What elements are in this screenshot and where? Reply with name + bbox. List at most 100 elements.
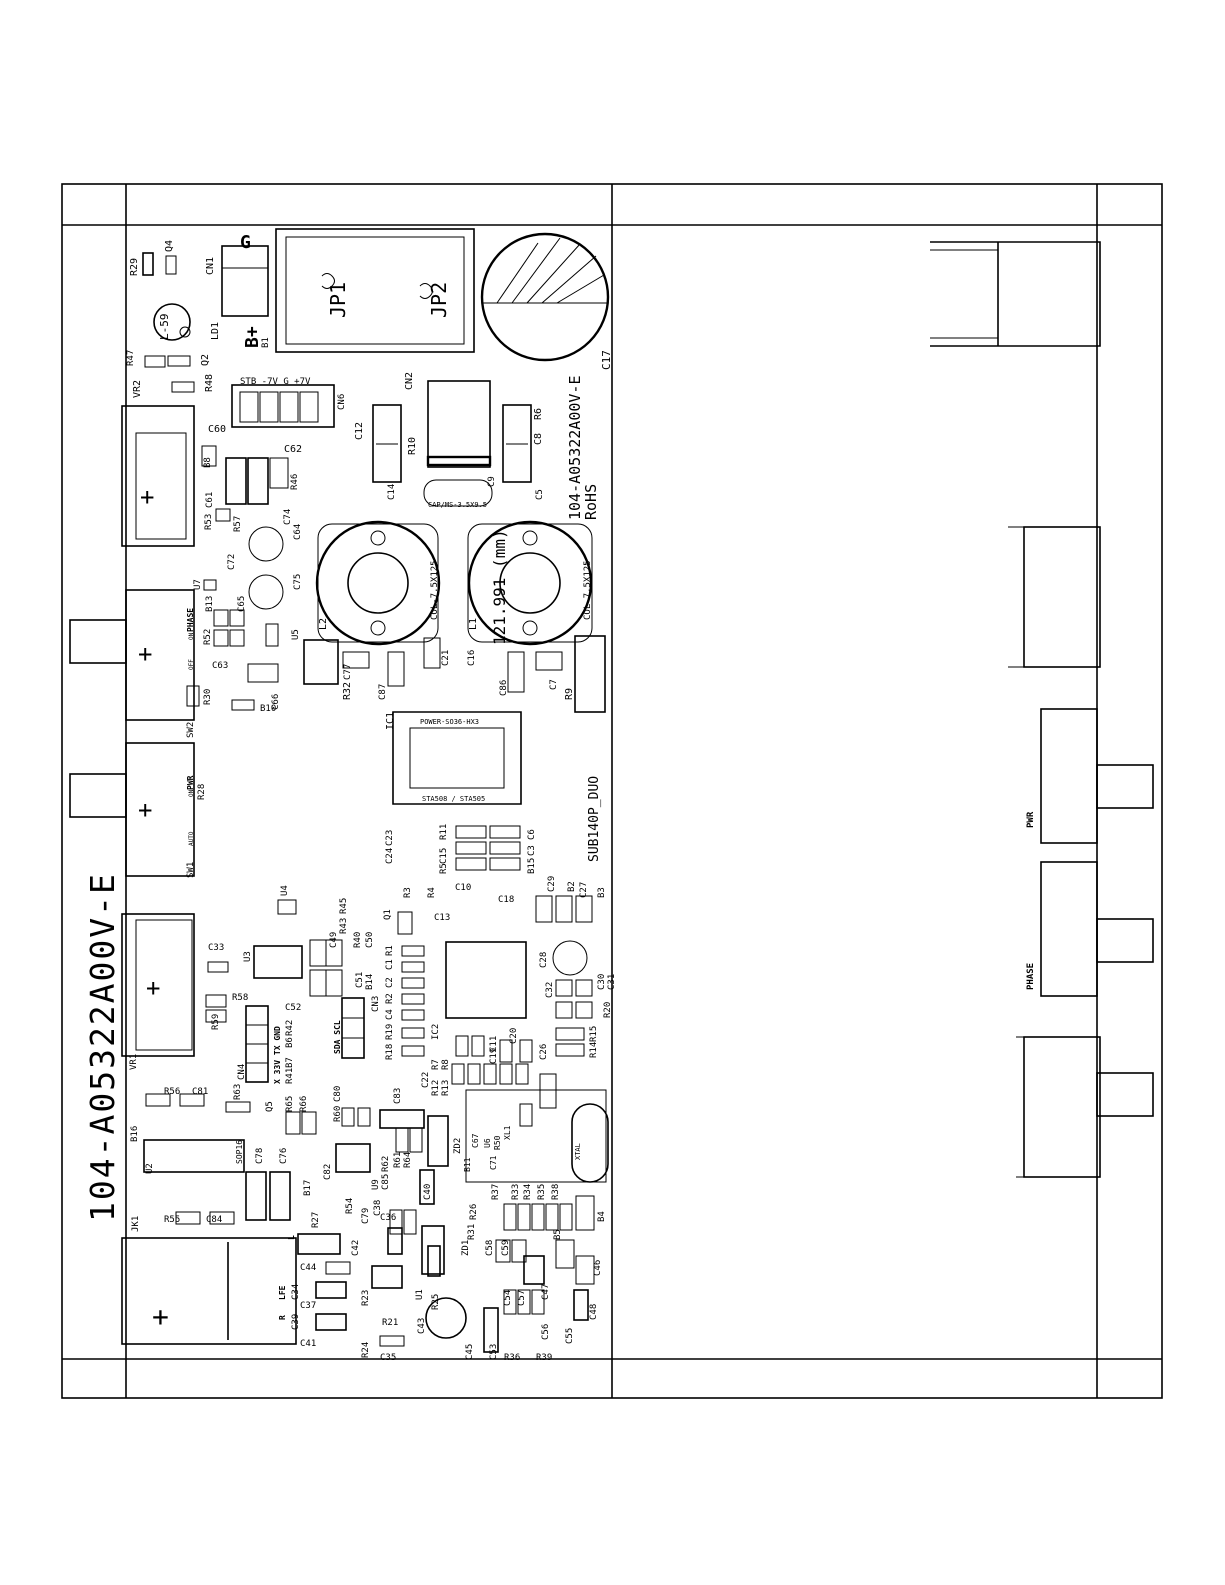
refdes-r31-label: R31 bbox=[467, 1224, 477, 1240]
refdes-c14-label: C14 bbox=[387, 484, 397, 500]
refdes-r57-label: R57 bbox=[233, 516, 243, 532]
refdes-r12-label: R12 bbox=[431, 1080, 441, 1096]
refdes-b5-label: B5 bbox=[553, 1229, 563, 1240]
refdes-r48-label: R48 bbox=[204, 374, 215, 392]
refdes-r7-label: R7 bbox=[431, 1059, 441, 1070]
crystal-label: XTAL bbox=[574, 1143, 582, 1160]
refdes-c40-label: C40 bbox=[423, 1184, 433, 1200]
refdes-r56-label: R56 bbox=[164, 1087, 180, 1097]
refdes-b16-label: B16 bbox=[130, 1126, 140, 1142]
dimension-label: 121.991 (mm) bbox=[490, 529, 509, 645]
connector-cn6: STB -7V G +7V C60 C62 CN6 bbox=[208, 377, 347, 455]
rohs-label: RoHS bbox=[582, 484, 600, 520]
refdes-c50-label: C50 bbox=[365, 932, 375, 948]
refdes-c35-label: C35 bbox=[380, 1353, 396, 1363]
refdes-c9-label: C9 bbox=[487, 476, 497, 487]
refdes-c26-label: C26 bbox=[539, 1044, 549, 1060]
refdes-c61-label: C61 bbox=[205, 492, 215, 508]
refdes-c72-label: C72 bbox=[227, 554, 237, 570]
ic1-power-amp: POWER-SO36-HX3 STA508 / STA505 IC1 bbox=[385, 711, 522, 805]
sop16-label: SOP16 bbox=[235, 1140, 244, 1164]
refdes-r41-label: R41 bbox=[285, 1068, 295, 1084]
refdes-c11-label: C11 bbox=[489, 1036, 499, 1052]
refdes-c87-label: C87 bbox=[378, 684, 388, 700]
left-tab-bottom bbox=[69, 773, 127, 818]
refdes-u2-label: U2 bbox=[145, 1163, 155, 1174]
refdes-c64-label: C64 bbox=[293, 524, 303, 540]
switch-phase-sw2[interactable]: + PHASE ON OFF SW2 bbox=[125, 589, 196, 738]
refdes-r26-label: R26 bbox=[469, 1204, 479, 1220]
model-label: SUB140P_DUO bbox=[587, 776, 602, 862]
ic1_bottom-label: STA508 / STA505 bbox=[422, 795, 485, 803]
refdes-c83-label: C83 bbox=[393, 1088, 403, 1104]
switch-pwr-sw1[interactable]: + PWR ON AUTO R28 SW1 bbox=[125, 742, 207, 878]
refdes-r35-label: R35 bbox=[537, 1184, 547, 1200]
refdes-u6-label: U6 bbox=[483, 1138, 492, 1148]
mcu-peripherals: U4 R45 R43 C49 R40 C50 C33 U3 C51 B14 C5… bbox=[205, 885, 375, 1030]
refdes-u7-label: U7 bbox=[193, 579, 203, 590]
right-pwr-label: PWR bbox=[1026, 811, 1036, 828]
refdes-r55-label: R55 bbox=[164, 1215, 180, 1225]
refdes-r50-label: R50 bbox=[493, 1135, 502, 1150]
ic1-label: IC1 bbox=[385, 712, 396, 730]
cap-part-label: CAP/MS-3.5X9.5 bbox=[428, 501, 487, 509]
cn6_pins-label: STB -7V G +7V bbox=[240, 377, 311, 387]
switches-auto-label: AUTO bbox=[188, 831, 195, 846]
refdes-r47-label: R47 bbox=[126, 350, 136, 366]
refdes-r45-label: R45 bbox=[339, 898, 349, 914]
refdes-r42-label: R42 bbox=[285, 1020, 295, 1036]
refdes-c42-label: C42 bbox=[351, 1240, 361, 1256]
switches-on-label: ON bbox=[188, 789, 195, 797]
refdes-r23-label: R23 bbox=[361, 1290, 371, 1306]
refdes-l2-label: L2 bbox=[318, 618, 329, 630]
refdes-r8-label: R8 bbox=[441, 1059, 451, 1070]
refdes-r27-label: R27 bbox=[311, 1212, 321, 1228]
refdes-r36-label: R36 bbox=[504, 1353, 520, 1363]
refdes-r20-label: R20 bbox=[603, 1002, 613, 1018]
refdes-c41-label: C41 bbox=[300, 1339, 316, 1349]
refdes-c85-label: C85 bbox=[381, 1174, 391, 1190]
refdes-c63-label: C63 bbox=[212, 661, 228, 671]
refdes-c15-label: C15 bbox=[439, 848, 449, 864]
coil_part-label: COL-7.5X125 bbox=[430, 560, 440, 620]
refdes-c56-label: C56 bbox=[541, 1324, 551, 1340]
lower-middle-parts: R27 R54 C79 C38 R26 R31 R37 R33 R34 R35 … bbox=[278, 1184, 607, 1363]
refdes-c78-label: C78 bbox=[255, 1148, 265, 1164]
g-terminal-label: G bbox=[240, 232, 251, 253]
refdes-c44-label: C44 bbox=[300, 1263, 316, 1273]
refdes-c1-label: C1 bbox=[385, 959, 395, 970]
refdes-b15-label: B15 bbox=[527, 858, 537, 874]
refdes-c71-label: C71 bbox=[489, 1155, 498, 1170]
refdes-r10-label: R10 bbox=[407, 437, 418, 455]
cn3_pins-label: SDA SCL bbox=[333, 1020, 342, 1054]
refdes-c51-label: C51 bbox=[355, 972, 365, 988]
refdes-r61-label: R61 bbox=[393, 1152, 403, 1168]
cn3-label: CN3 bbox=[371, 996, 381, 1012]
power-input-area: R29 Q4 L-59 R47 Q2 R48 VR2 CN1 LD1 G B+ … bbox=[126, 232, 271, 398]
refdes-r62-label: R62 bbox=[381, 1156, 391, 1172]
refdes-r34-label: R34 bbox=[523, 1184, 533, 1200]
refdes-c6-label: C6 bbox=[527, 829, 537, 840]
board-code-rohs-label: 104-A05322A00V-E bbox=[566, 376, 584, 521]
refdes-r53-label: R53 bbox=[204, 514, 214, 530]
label-label: + bbox=[152, 1300, 169, 1333]
refdes-r59-label: R59 bbox=[211, 1014, 221, 1030]
switches-sw2-label: SW2 bbox=[186, 722, 196, 738]
ic1_top-label: POWER-SO36-HX3 bbox=[420, 718, 479, 726]
label-label: + bbox=[146, 974, 160, 1002]
jack-jk1[interactable]: + JK1 L bbox=[121, 1216, 297, 1345]
refdes-l1-label: L1 bbox=[468, 618, 479, 630]
pot-vr1[interactable]: + VR1 bbox=[121, 913, 195, 1070]
xl1-label: XL1 bbox=[503, 1125, 512, 1140]
refdes-q2-label: Q2 bbox=[200, 354, 211, 366]
refdes-c36-label: C36 bbox=[380, 1213, 396, 1223]
refdes-c21-label: C21 bbox=[441, 650, 451, 666]
refdes-r3-label: R3 bbox=[403, 887, 413, 898]
refdes-c20-label: C20 bbox=[509, 1028, 519, 1044]
refdes-r4-label: R4 bbox=[427, 887, 437, 898]
refdes-r33-label: R33 bbox=[511, 1184, 521, 1200]
refdes-c3-label: C3 bbox=[527, 845, 537, 856]
refdes-c23-label: C23 bbox=[385, 830, 395, 846]
capacitor-c17: C17 bbox=[480, 232, 613, 370]
